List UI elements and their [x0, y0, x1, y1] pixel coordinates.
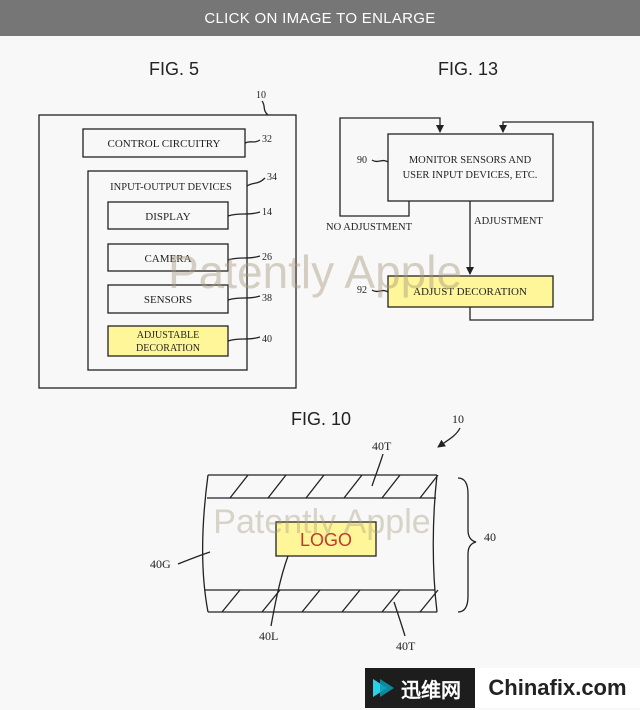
chinafix-logo[interactable]: 迅维网 Chinafix.com	[365, 668, 640, 708]
adjustment-label: ADJUSTMENT	[474, 216, 543, 227]
fig13: FIG. 13 MONITOR SENSORS AND USER INPUT D…	[326, 59, 594, 321]
return-loop	[469, 121, 594, 321]
leader-14	[227, 211, 261, 217]
fig5-title: FIG. 5	[149, 59, 199, 79]
brace-40	[457, 477, 477, 613]
control-circuitry-label: CONTROL CIRCUITRY	[108, 138, 221, 150]
leader-26	[227, 255, 261, 261]
ref-40t-top: 40T	[372, 439, 392, 453]
logo-text: LOGO	[300, 530, 352, 550]
fig10-title: FIG. 10	[291, 409, 351, 429]
fig5: FIG. 5 10 CONTROL CIRCUITRY 32 INPUT-OUT…	[38, 59, 297, 389]
logo-box	[275, 521, 377, 557]
fig5-outer-box	[38, 114, 297, 389]
leader-38	[227, 295, 261, 301]
adjustable-decoration-line1: ADJUSTABLE	[137, 330, 200, 341]
adjustable-decoration-box	[107, 325, 229, 357]
chinafix-logo-dark: 迅维网	[365, 668, 475, 708]
top-strip-hatch	[229, 475, 439, 499]
leader-40l	[270, 555, 289, 627]
leader-10-fig5	[261, 100, 269, 116]
enlarge-label: CLICK ON IMAGE TO ENLARGE	[204, 9, 436, 27]
display-label: DISPLAY	[145, 211, 190, 223]
sensors-box	[107, 284, 229, 314]
ref-34: 34	[267, 172, 277, 183]
ref-32: 32	[262, 134, 272, 145]
sensors-label: SENSORS	[144, 294, 192, 306]
chinafix-logo-light: Chinafix.com	[475, 668, 640, 708]
ref-40l: 40L	[259, 629, 278, 643]
monitor-line2: USER INPUT DEVICES, ETC.	[403, 170, 538, 181]
ref-10-fig5: 10	[256, 90, 266, 101]
camera-box	[107, 243, 229, 272]
leader-40t-bottom	[393, 601, 406, 637]
watermark-top: Patently Apple	[168, 246, 462, 298]
watermark-bottom: Patently Apple	[213, 503, 430, 541]
ref-40g: 40G	[150, 557, 171, 571]
no-adjustment-label: NO ADJUSTMENT	[326, 222, 413, 233]
adjust-decoration-label: ADJUST DECORATION	[413, 286, 527, 298]
ref-38: 38	[262, 293, 272, 304]
adjustable-decoration-line2: DECORATION	[136, 343, 200, 354]
ref-40-fig10: 40	[484, 530, 496, 544]
no-adjustment-loop	[339, 117, 444, 217]
monitor-line1: MONITOR SENSORS AND	[409, 155, 532, 166]
bottom-strip-hatch	[221, 589, 439, 613]
leader-90	[371, 159, 389, 163]
leader-40-fig5	[227, 336, 261, 342]
chinafix-cn-text: 迅维网	[401, 677, 461, 702]
leader-10-fig10	[437, 427, 461, 448]
leader-92	[371, 289, 389, 293]
ref-40-fig5: 40	[262, 334, 272, 345]
band-right-edge	[432, 474, 438, 613]
ref-92: 92	[357, 285, 367, 296]
ref-26: 26	[262, 252, 272, 263]
adjust-decoration-box	[387, 275, 554, 308]
leader-32	[244, 139, 261, 144]
enlarge-banner[interactable]: CLICK ON IMAGE TO ENLARGE	[0, 0, 640, 36]
fig13-title: FIG. 13	[438, 59, 498, 79]
ref-40t-bottom: 40T	[396, 639, 416, 653]
leader-34	[246, 177, 266, 187]
camera-label: CAMERA	[144, 253, 191, 265]
ref-14: 14	[262, 207, 272, 218]
io-devices-label: INPUT-OUTPUT DEVICES	[110, 182, 232, 193]
chinafix-arrow-icon	[373, 677, 395, 699]
chinafix-en-text: Chinafix.com	[488, 675, 627, 700]
ref-10-fig10: 10	[452, 412, 464, 426]
leader-40t-top	[371, 453, 384, 487]
band-left-edge	[202, 474, 209, 613]
monitor-box	[387, 133, 554, 202]
ref-90: 90	[357, 155, 367, 166]
io-devices-box	[87, 170, 248, 371]
leader-40g	[177, 551, 211, 565]
fig10: FIG. 10 10 LOGO	[150, 409, 496, 653]
